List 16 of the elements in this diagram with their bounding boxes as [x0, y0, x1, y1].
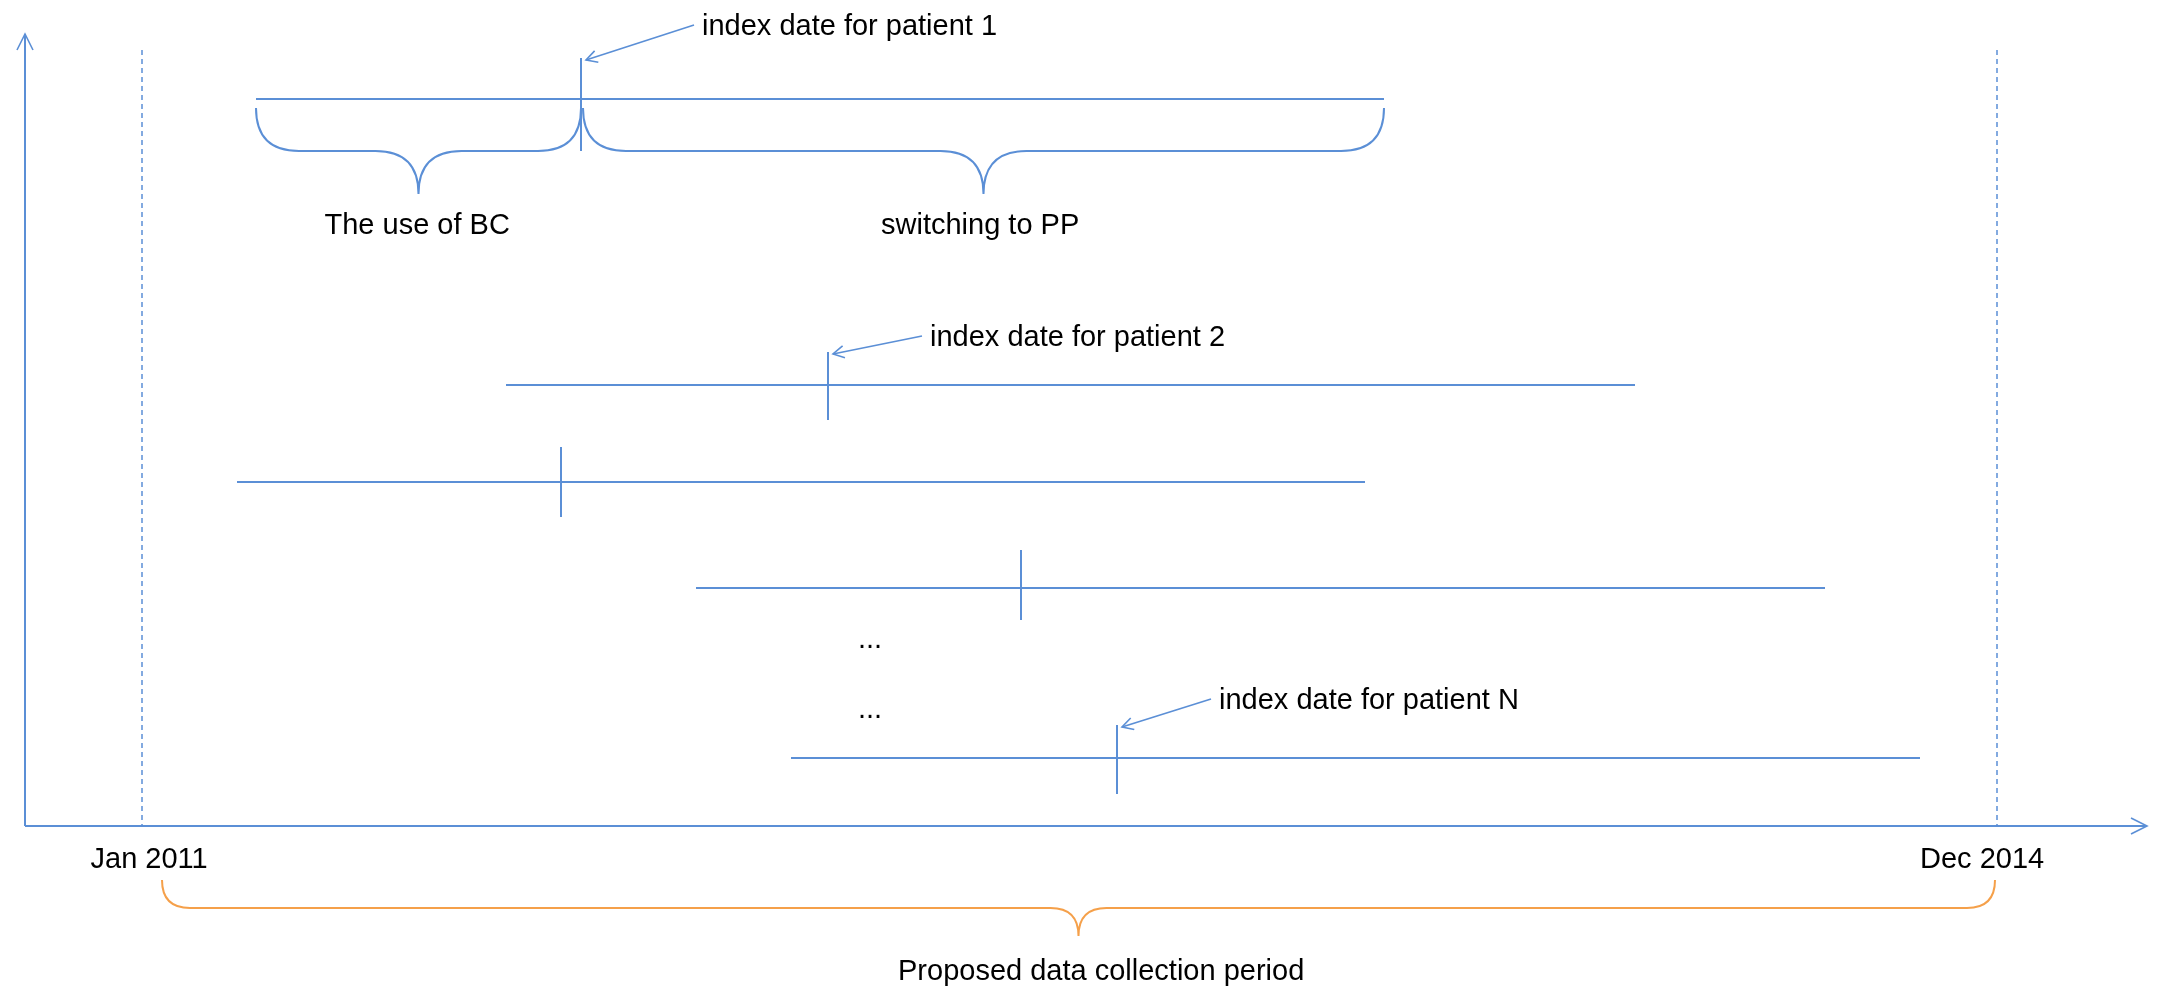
annotation-text: index date for patient 2 [930, 318, 1226, 354]
leader-arrow [1121, 698, 1212, 731]
segment-label: The use of BC [324, 207, 510, 242]
ellipsis-text: ... [858, 621, 883, 656]
axis-date-label: Jan 2011 [90, 841, 208, 876]
leader-arrow [585, 24, 695, 64]
index-date-tick [580, 58, 582, 151]
leader-arrow [832, 335, 923, 359]
segment-label: switching to PP [881, 207, 1080, 242]
period-label: Proposed data collection period [898, 953, 1305, 988]
index-date-tick [1116, 725, 1118, 794]
annotation-text: index date for patient N [1219, 681, 1519, 717]
annotation-text: index date for patient 1 [702, 7, 998, 43]
index-date-tick [827, 352, 829, 420]
ellipsis-text: ... [858, 691, 883, 726]
axis-date-label: Dec 2014 [1920, 841, 2045, 876]
